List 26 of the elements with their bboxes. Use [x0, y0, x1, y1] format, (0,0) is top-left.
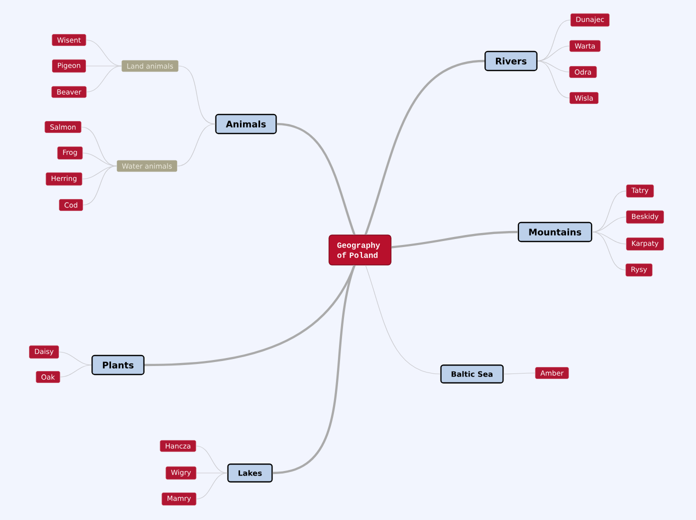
connector-line — [592, 216, 626, 232]
topic-box: Rivers — [484, 50, 538, 72]
connector-line — [364, 60, 485, 236]
connector-line — [537, 60, 570, 72]
topic-box: Plants — [92, 354, 145, 376]
connector-line — [391, 230, 518, 248]
topic-box: Animals — [215, 114, 277, 134]
connector-line — [60, 364, 92, 378]
connector-line — [144, 264, 356, 366]
connector-line — [365, 265, 441, 374]
topic-box: Mountains — [518, 222, 592, 242]
connector-line — [86, 66, 122, 92]
connector-line — [276, 122, 356, 236]
connector-line — [196, 472, 228, 500]
connector-line — [58, 352, 92, 366]
connector-line — [272, 265, 356, 474]
connector-line — [592, 232, 626, 270]
connector-line — [82, 166, 117, 206]
central-topic-box: Geography of Poland — [328, 234, 392, 266]
connector-line — [177, 124, 216, 166]
connector-line — [537, 46, 570, 62]
connector-line — [592, 232, 626, 244]
connector-line — [503, 372, 536, 374]
connector-line — [537, 60, 570, 98]
connector-line — [82, 166, 117, 180]
connector-line — [178, 66, 216, 124]
